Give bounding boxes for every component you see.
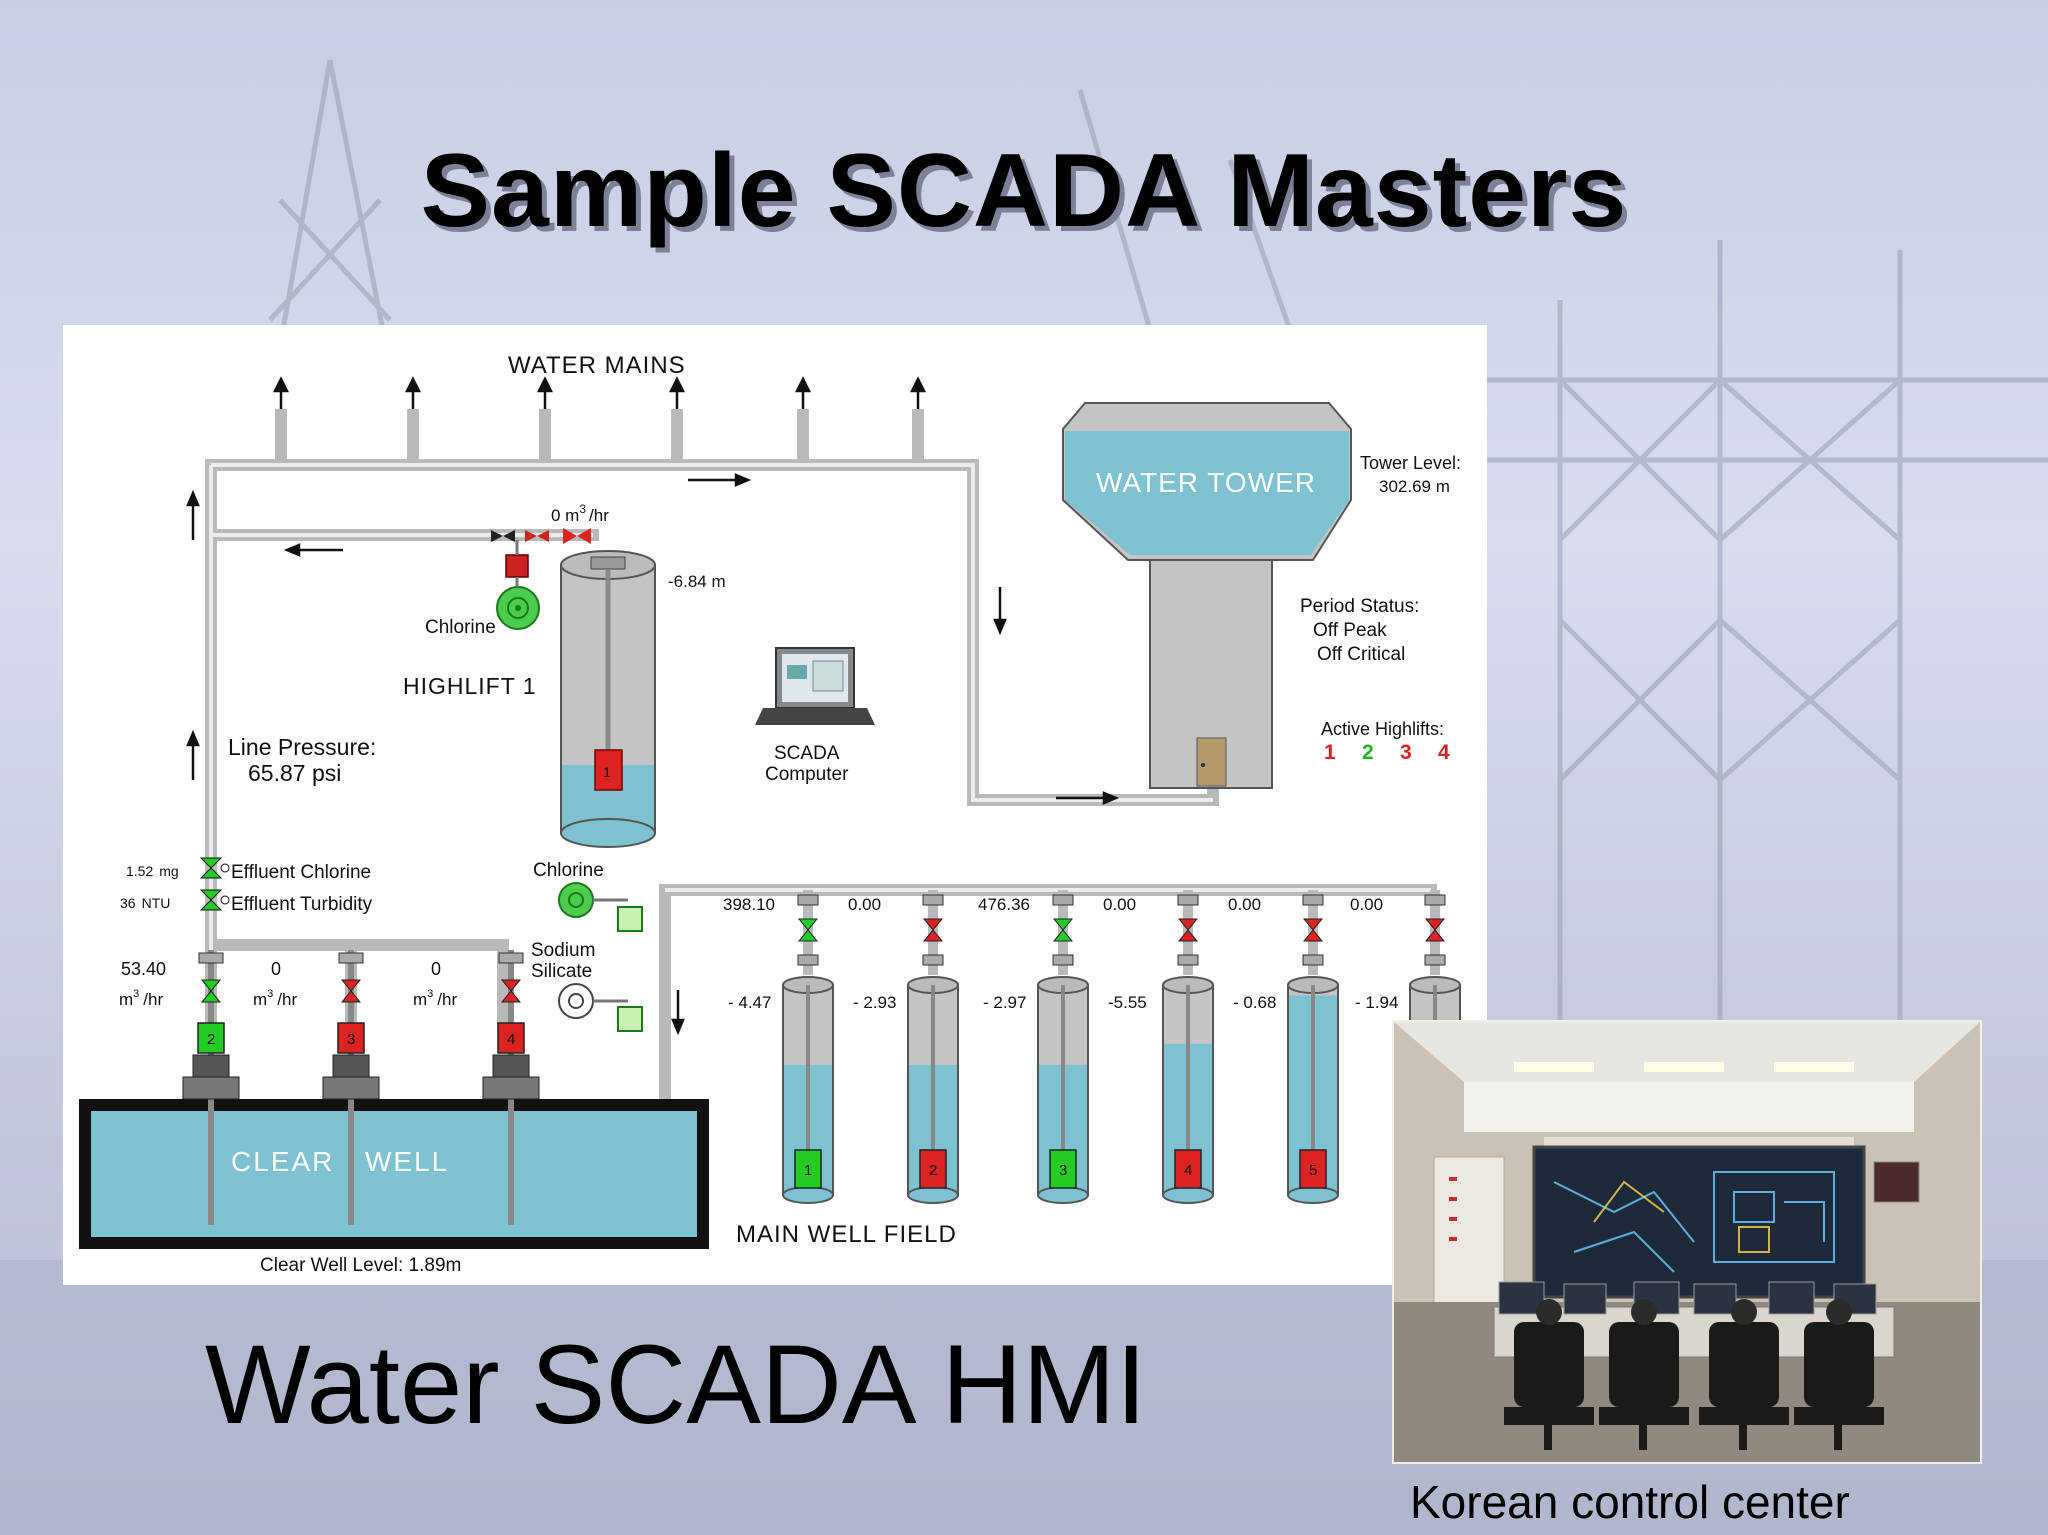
- video-wall: [1532, 1145, 1866, 1299]
- highlift-label: HIGHLIFT 1: [403, 673, 537, 699]
- well-3: 476.36 3 - 2.97: [978, 890, 1089, 1204]
- chlorine-feeder-box-mid: [617, 906, 643, 932]
- well-flow-value: 0.00: [1103, 895, 1136, 914]
- well-level-value: - 2.97: [983, 993, 1026, 1012]
- highlift-level: -6.84 m: [668, 572, 726, 591]
- well-flow-value: 476.36: [978, 895, 1030, 914]
- chlorine-feeder-box-top: [505, 554, 529, 578]
- well-5: 0.00 5 - 0.68: [1228, 890, 1339, 1204]
- well-level-value: - 1.94: [1355, 993, 1398, 1012]
- flow-arrows: [186, 473, 1120, 1036]
- active-highlift-1: 1: [1324, 741, 1336, 764]
- well-pump-number: 5: [1309, 1162, 1317, 1179]
- clearwell-valve-2: [200, 979, 222, 1003]
- chlorine-mid-label: Chlorine: [533, 860, 604, 881]
- clearwell-valve-4: [500, 979, 522, 1003]
- sodium-label-1: Sodium: [531, 940, 595, 961]
- clear-well-basin: [79, 1099, 709, 1249]
- water-tower: [1062, 402, 1352, 789]
- clearwell-pump-3: 3 0 m3/hr: [253, 950, 380, 1225]
- sodium-silicate-feeder-box: [617, 1006, 643, 1032]
- period-status-value-2: Off Critical: [1317, 644, 1405, 665]
- well-valve-3: [1052, 918, 1074, 942]
- slide-subtitle: Water SCADA HMI: [205, 1322, 1147, 1447]
- well-1: 398.10 1 - 4.47: [723, 890, 834, 1204]
- highlift-pump-number: 1: [603, 764, 611, 780]
- control-center-photo: [1392, 1020, 1982, 1464]
- well-2: 0.00 2 - 2.93: [848, 890, 959, 1204]
- water-scada-hmi-panel: WATER MAINS: [63, 325, 1487, 1285]
- water-tower-label: WATER TOWER: [1096, 467, 1316, 498]
- effluent-chlorine-label: Effluent Chlorine: [231, 862, 371, 883]
- main-well-field: 398.10 1 - 4.47 0.00 2 - 2.93 476.36 3 - 2.97 0.0…: [723, 890, 1461, 1204]
- clearwell-flow-unit: m3/hr: [119, 988, 163, 1009]
- clearwell-pump-number: 4: [507, 1031, 515, 1048]
- clearwell-pump-number: 2: [207, 1031, 215, 1048]
- active-highlifts-label: Active Highlifts:: [1321, 719, 1444, 739]
- well-flow-value: 0.00: [1228, 895, 1261, 914]
- well-level-value: - 0.68: [1233, 993, 1276, 1012]
- water-mains-label: WATER MAINS: [508, 352, 686, 379]
- clearwell-flow-value: 0: [431, 959, 441, 979]
- clear-well-label-2: WELL: [365, 1146, 449, 1177]
- tower-level-label: Tower Level:: [1360, 453, 1461, 473]
- active-highlifts-indicators: 1 2 3 4: [1324, 741, 1450, 764]
- clearwell-flow-value: 0: [271, 959, 281, 979]
- well-pump-number: 4: [1184, 1162, 1192, 1179]
- effluent-sensors: [199, 857, 230, 911]
- period-status-value-1: Off Peak: [1313, 620, 1387, 641]
- clearwell-flow-unit: m3/hr: [253, 988, 297, 1009]
- tower-level-value: 302.69 m: [1379, 477, 1450, 496]
- well-level-value: - 4.47: [728, 993, 771, 1012]
- top-flow-value: 0 m3/hr: [551, 502, 609, 525]
- top-valve-group: [491, 528, 591, 544]
- chlorine-top-label: Chlorine: [425, 617, 496, 638]
- scada-computer-icon: [755, 647, 875, 725]
- photo-caption: Korean control center: [1410, 1476, 1850, 1528]
- slide-title: Sample SCADA Masters: [420, 133, 1628, 249]
- highlift-1-tank: [560, 550, 656, 848]
- active-highlift-4: 4: [1438, 741, 1450, 764]
- clearwell-pump-number: 3: [347, 1031, 355, 1048]
- clearwell-pump-2: 2 53.40 m3/hr: [119, 950, 240, 1225]
- main-well-field-label: MAIN WELL FIELD: [736, 1221, 957, 1248]
- well-flow-value: 398.10: [723, 895, 775, 914]
- well-pump-number: 2: [929, 1162, 937, 1179]
- active-highlift-2: 2: [1362, 741, 1374, 764]
- scada-computer-label-1: SCADA: [774, 743, 840, 764]
- well-flow-value: 0.00: [1350, 895, 1383, 914]
- scada-computer-label-2: Computer: [765, 764, 849, 785]
- well-4: 0.00 4 -5.55: [1103, 890, 1214, 1204]
- well-pump-number: 3: [1059, 1162, 1067, 1179]
- active-highlift-3: 3: [1400, 741, 1412, 764]
- well-valve-2: [922, 918, 944, 942]
- clear-well-label-1: CLEAR: [231, 1146, 334, 1177]
- clearwell-flow-unit: m3/hr: [413, 988, 457, 1009]
- well-pump-number: 1: [804, 1162, 812, 1179]
- well-valve-5: [1302, 918, 1324, 942]
- well-flow-value: 0.00: [848, 895, 881, 914]
- sodium-label-2: Silicate: [531, 961, 592, 982]
- mains-outlet-arrows: [272, 376, 927, 413]
- line-pressure-label: Line Pressure:: [228, 734, 376, 760]
- clearwell-valve-3: [340, 979, 362, 1003]
- well-level-value: -5.55: [1108, 993, 1147, 1012]
- chlorine-pump-mid-icon: [558, 882, 594, 918]
- line-pressure-value: 65.87 psi: [248, 760, 341, 786]
- clear-well-level: Clear Well Level: 1.89m: [260, 1255, 461, 1276]
- clearwell-pumps: 2 53.40 m3/hr 3 0 m3/hr 4 0 m3/hr: [119, 950, 540, 1225]
- period-status-label: Period Status:: [1300, 596, 1419, 617]
- clearwell-flow-value: 53.40: [121, 959, 166, 979]
- sodium-silicate-pump-icon: [558, 983, 594, 1019]
- well-valve-6: [1424, 918, 1446, 942]
- well-level-value: - 2.93: [853, 993, 896, 1012]
- well-valve-1: [797, 918, 819, 942]
- effluent-turbidity-label: Effluent Turbidity: [231, 894, 373, 915]
- well-valve-4: [1177, 918, 1199, 942]
- clearwell-pump-4: 4 0 m3/hr: [413, 950, 540, 1225]
